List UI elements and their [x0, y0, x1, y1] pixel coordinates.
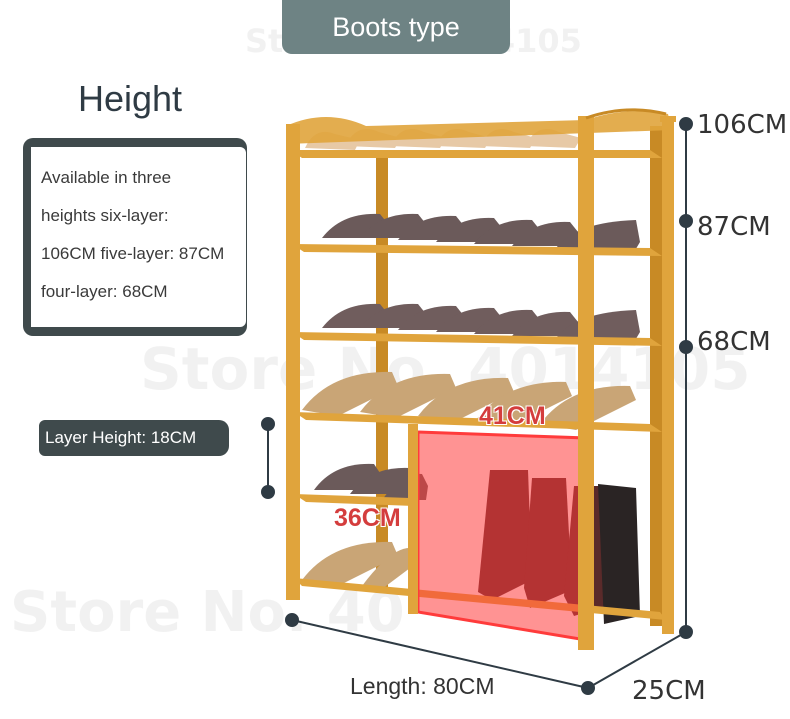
- width-41-label: 41CM: [479, 402, 546, 430]
- height-87-label: 87CM: [697, 212, 771, 242]
- height-68-label: 68CM: [697, 327, 771, 357]
- info-line-1: Available in three: [41, 168, 172, 187]
- info-line-4: four-layer: 68CM: [41, 282, 168, 301]
- height-info-box: Available in three heights six-layer: 10…: [23, 138, 247, 336]
- boots-type-tab: Boots type: [282, 0, 510, 54]
- height-36-label: 36CM: [334, 504, 401, 532]
- boot-compartment-highlight: [416, 430, 588, 642]
- info-line-2: heights six-layer:: [41, 206, 169, 225]
- height-106-label: 106CM: [697, 110, 788, 140]
- depth-label: 25CM: [632, 676, 706, 706]
- height-heading: Height: [78, 78, 183, 119]
- info-line-3: 106CM five-layer: 87CM: [41, 244, 225, 263]
- info-box-panel: Available in three heights six-layer: 10…: [31, 147, 246, 327]
- dimension-lines: [261, 117, 693, 695]
- layer-height-badge: Layer Height: 18CM: [39, 420, 229, 456]
- info-box-text: Available in three heights six-layer: 10…: [41, 159, 251, 311]
- length-label: Length: 80CM: [350, 673, 495, 699]
